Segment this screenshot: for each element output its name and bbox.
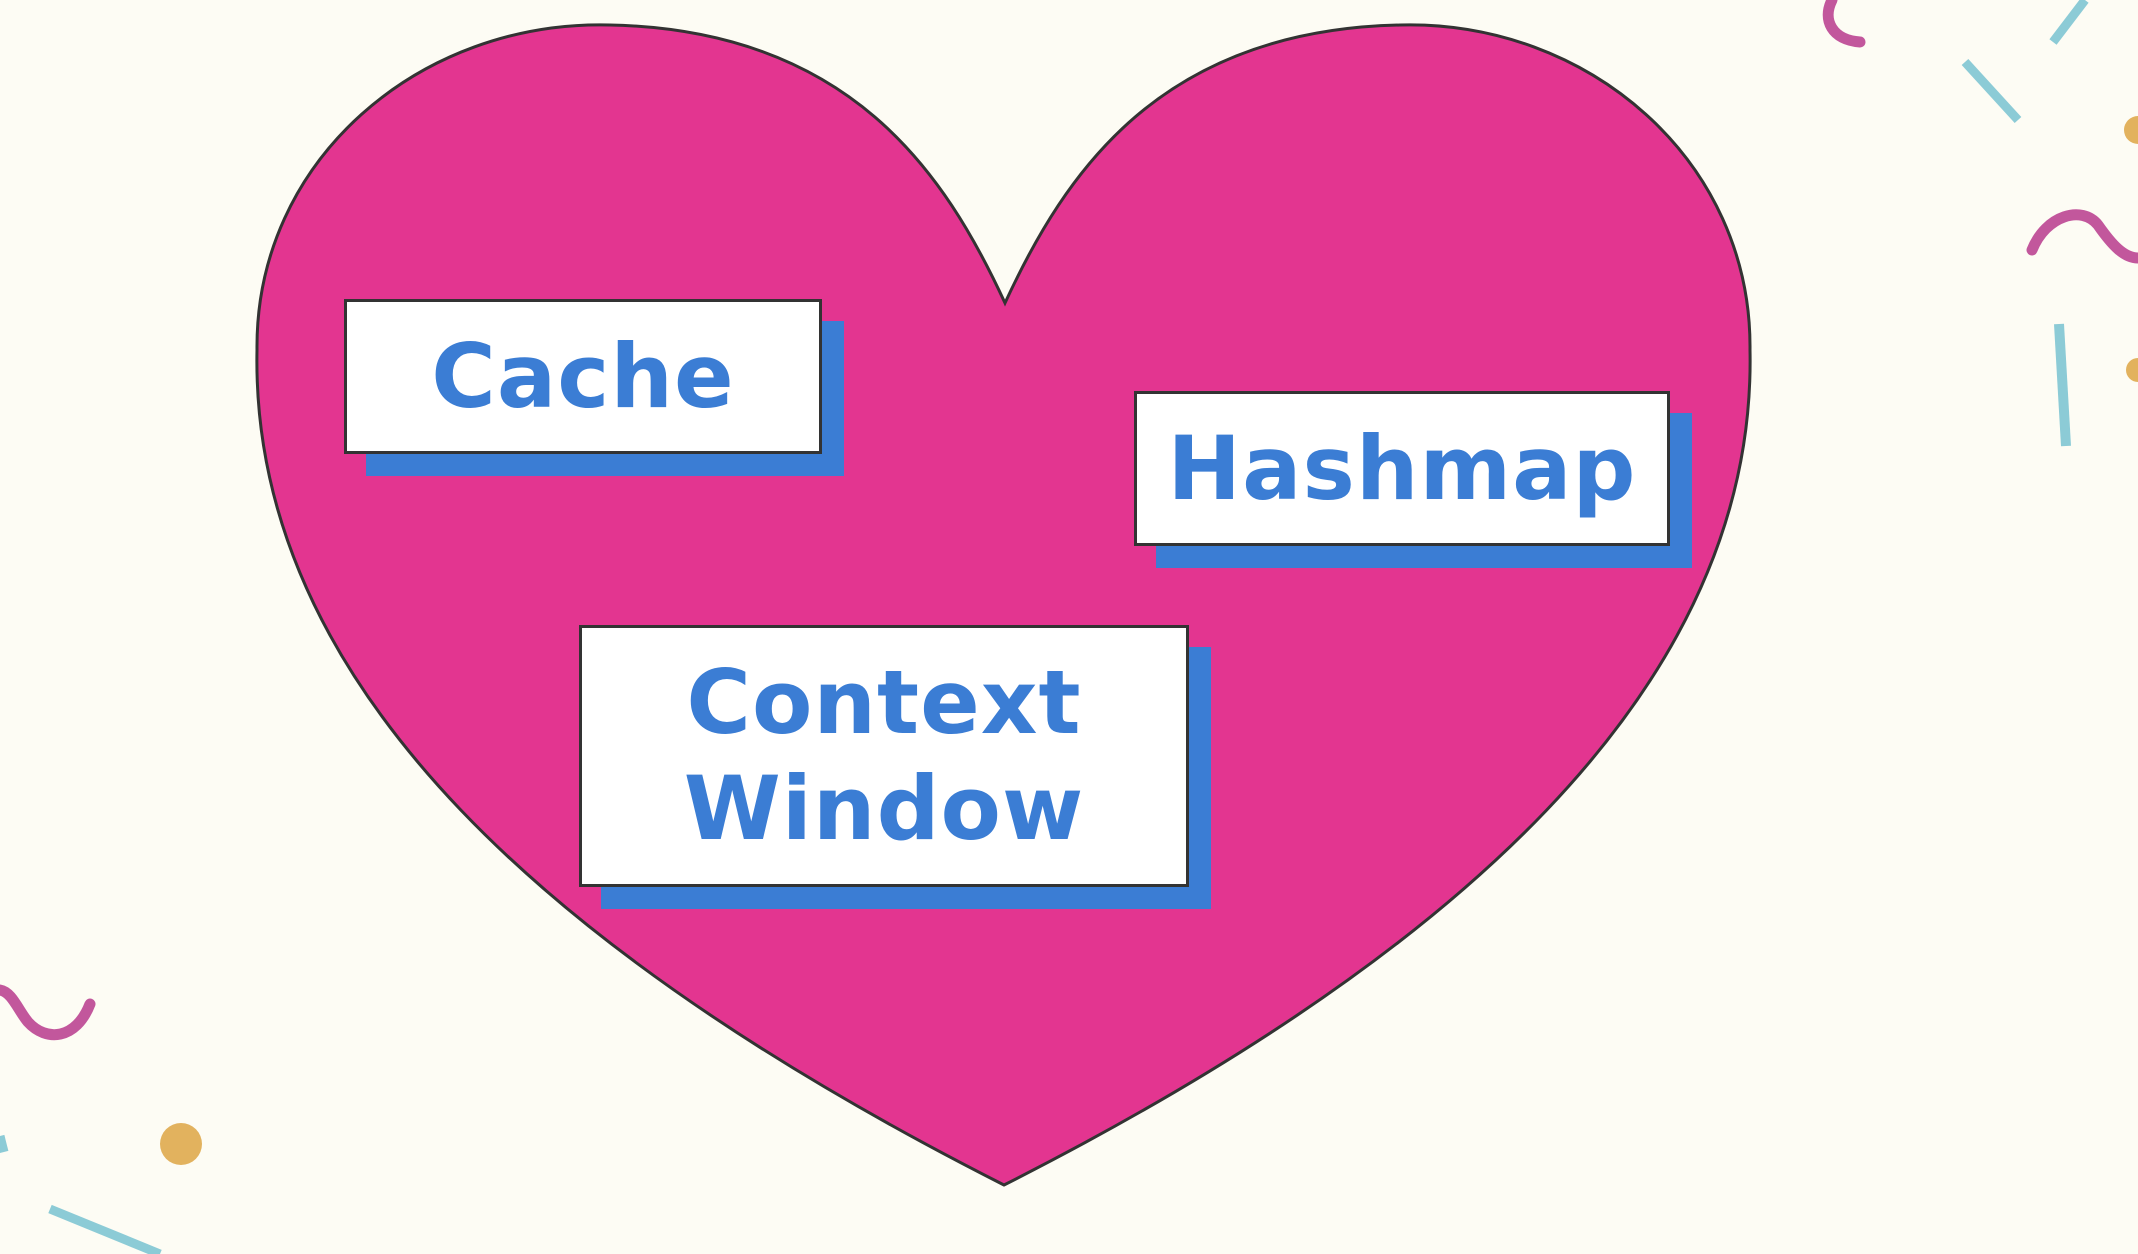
dot-icon [2126, 358, 2138, 382]
context-window-label: Context Window [683, 651, 1085, 860]
dot-icon [2124, 116, 2138, 144]
context-window-card: Context Window [579, 625, 1189, 887]
squiggle-icon [2026, 209, 2138, 264]
hashmap-card: Hashmap [1134, 391, 1670, 546]
dash-icon [0, 1134, 9, 1153]
heart-icon [255, 23, 1752, 1187]
dash-icon [2049, 0, 2089, 45]
arc-icon [1822, 0, 1866, 48]
squiggle-icon [0, 984, 96, 1041]
dash-icon [2054, 323, 2071, 447]
dash-icon [1961, 58, 2022, 124]
cache-card: Cache [344, 299, 822, 454]
hashmap-label: Hashmap [1167, 416, 1637, 520]
dash-icon [48, 1204, 162, 1254]
cache-label: Cache [431, 324, 735, 428]
dot-icon [160, 1123, 202, 1165]
